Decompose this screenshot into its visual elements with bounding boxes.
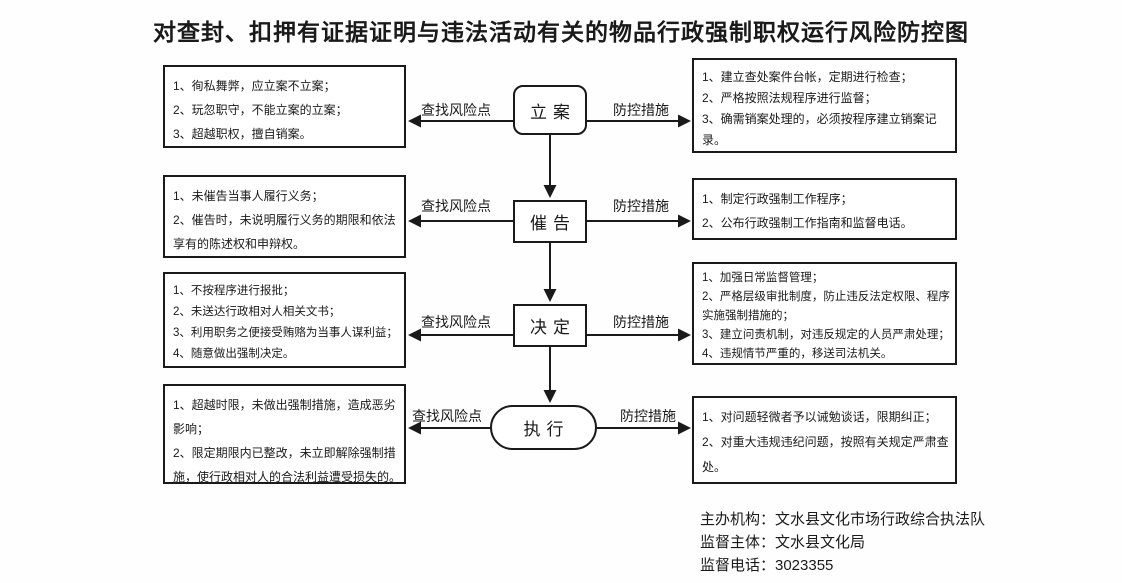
- risk-item: 2、未送达行政相对人相关文书；: [173, 306, 341, 318]
- risk-item: 2、限定期限内已整改，未立即解除强制措施，使行政相对人的合法利益遭受损失的。: [173, 446, 402, 484]
- control-arrow-label: 防控措施: [613, 198, 669, 214]
- risk-box-reminder: 1、未催告当事人履行义务； 2、催告时，未说明履行义务的期限和依法享有的陈述权和…: [163, 175, 406, 258]
- risk-box-case-filing: 1、徇私舞弊，应立案不立案； 2、玩忽职守，不能立案的立案； 3、超越职权，擅自…: [163, 65, 406, 148]
- measure-item: 1、加强日常监督管理；: [702, 272, 824, 284]
- measures-box-execution: 1、对问题轻微者予以诫勉谈话，限期纠正； 2、对重大违规违纪问题，按照有关规定严…: [692, 396, 957, 484]
- risk-item: 2、催告时，未说明履行义务的期限和依法享有的陈述权和申辩权。: [173, 213, 396, 251]
- control-arrow-label: 防控措施: [620, 408, 676, 424]
- risk-arrow-label: 查找风险点: [421, 198, 491, 214]
- risk-item: 1、不按程序进行报批；: [173, 285, 295, 297]
- risk-arrow-label: 查找风险点: [421, 102, 491, 118]
- measure-item: 2、严格按照法规程序进行监督；: [702, 91, 877, 105]
- measures-box-case-filing: 1、建立查处案件台帐，定期进行检查； 2、严格按照法规程序进行监督； 3、确需销…: [692, 58, 957, 153]
- measure-item: 2、公布行政强制工作指南和监督电话。: [702, 216, 913, 230]
- risk-item: 4、随意做出强制决定。: [173, 348, 295, 360]
- risk-item: 3、超越职权，擅自销案。: [173, 127, 312, 141]
- diagram-title: 对查封、扣押有证据证明与违法活动有关的物品行政强制职权运行风险防控图: [153, 19, 969, 45]
- measure-item: 4、违规情节严重的，移送司法机关。: [702, 348, 893, 360]
- risk-box-decision: 1、不按程序进行报批； 2、未送达行政相对人相关文书； 3、利用职务之便接受贿赂…: [163, 272, 406, 368]
- risk-arrow-label: 查找风险点: [412, 408, 482, 424]
- risk-item: 1、超越时限，未做出强制措施，造成恶劣影响；: [173, 398, 396, 436]
- risk-item: 1、未催告当事人履行义务；: [173, 189, 324, 203]
- footer-supervisor-line: 监督主体：文水县文化局: [700, 534, 866, 551]
- stage-node-reminder: 催告: [513, 200, 587, 243]
- measure-item: 2、对重大违规违纪问题，按照有关规定严肃查处。: [702, 435, 949, 474]
- measures-box-reminder: 1、制定行政强制工作程序； 2、公布行政强制工作指南和监督电话。: [692, 178, 957, 240]
- control-arrow-label: 防控措施: [613, 102, 669, 118]
- footer-organizer-line: 主办机构：文水县文化市场行政综合执法队: [700, 511, 986, 528]
- measure-item: 3、确需销案处理的，必须按程序建立销案记录。: [702, 112, 937, 147]
- footer-phone-line: 监督电话：3023355: [700, 557, 834, 574]
- stage-node-execution: 执行: [490, 405, 597, 450]
- measure-item: 1、制定行政强制工作程序；: [702, 192, 853, 206]
- stage-node-decision: 决定: [513, 304, 587, 347]
- control-arrow-label: 防控措施: [613, 314, 669, 330]
- risk-item: 3、利用职务之便接受贿赂为当事人谋利益；: [173, 327, 398, 339]
- measures-box-decision: 1、加强日常监督管理； 2、严格层级审批制度，防止违反法定权限、程序实施强制措施…: [692, 262, 957, 365]
- measure-item: 1、建立查处案件台帐，定期进行检查；: [702, 70, 913, 84]
- measure-item: 1、对问题轻微者予以诫勉谈话，限期纠正；: [702, 410, 937, 424]
- measure-item: 3、建立问责机制，对违反规定的人员严肃处理；: [702, 329, 950, 341]
- risk-arrow-label: 查找风险点: [421, 314, 491, 330]
- footer-info: 主办机构：文水县文化市场行政综合执法队 监督主体：文水县文化局 监督电话：302…: [700, 508, 985, 577]
- stage-node-case-filing: 立案: [513, 85, 587, 135]
- risk-item: 1、徇私舞弊，应立案不立案；: [173, 79, 336, 93]
- measure-item: 2、严格层级审批制度，防止违反法定权限、程序实施强制措施的；: [702, 291, 950, 322]
- risk-box-execution: 1、超越时限，未做出强制措施，造成恶劣影响； 2、限定期限内已整改，未立即解除强…: [163, 384, 406, 484]
- risk-item: 2、玩忽职守，不能立案的立案；: [173, 103, 348, 117]
